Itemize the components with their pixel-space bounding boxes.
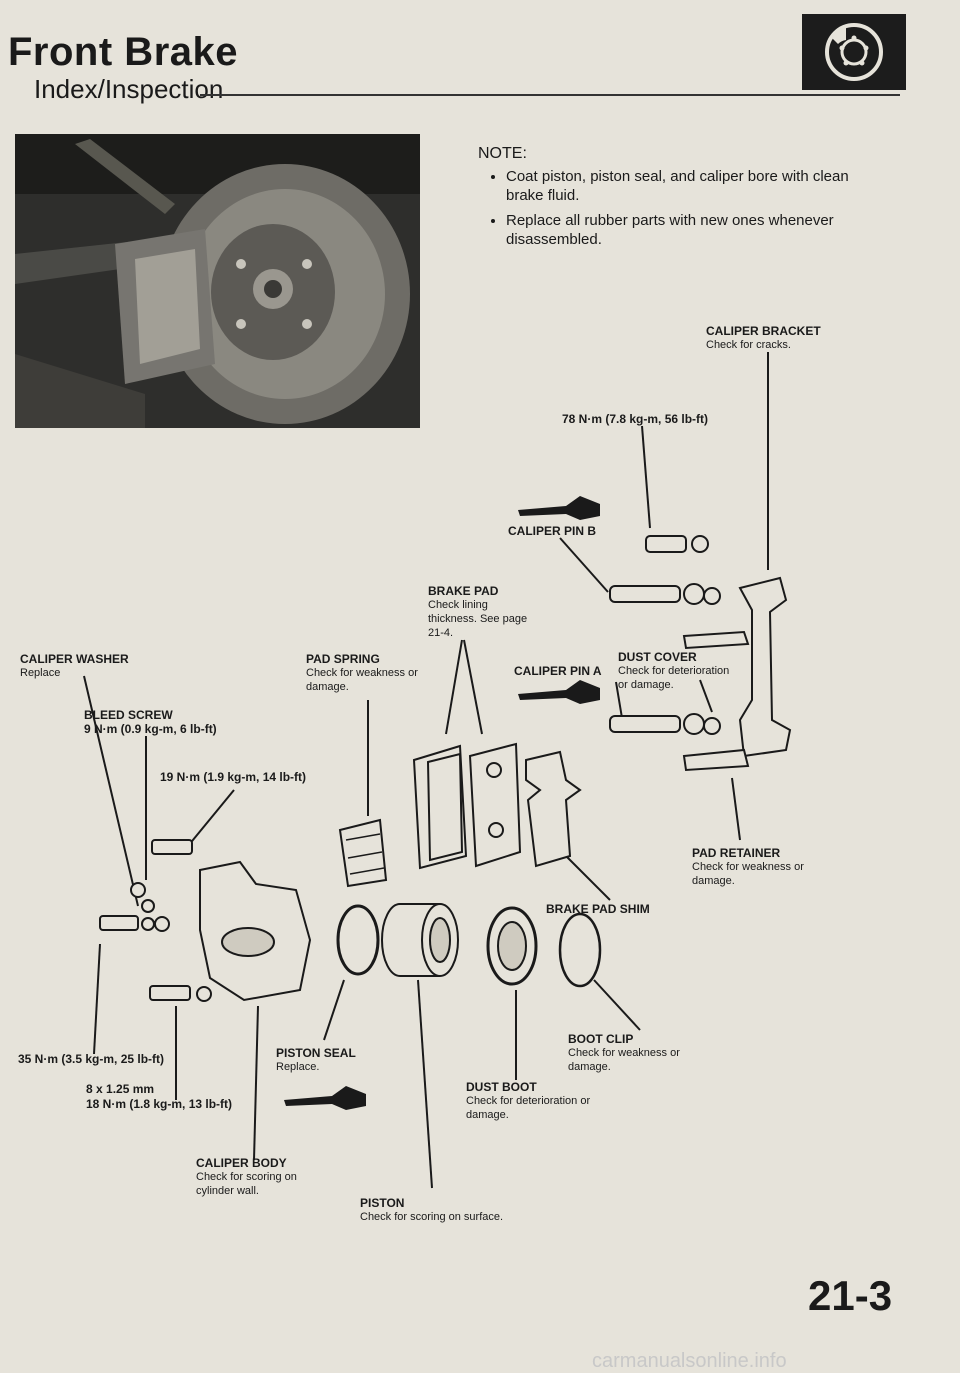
label-torque-78: 78 N·m (7.8 kg-m, 56 lb-ft) — [562, 412, 709, 426]
leader-boot-clip — [593, 979, 641, 1031]
leader-torque-35 — [93, 943, 101, 1055]
leader-caliper-washer — [83, 675, 139, 907]
label-pad-retainer: PAD RETAINER Check for weakness or damag… — [692, 846, 804, 887]
label-piston: PISTON Check for scoring on surface. — [360, 1196, 504, 1223]
label-piston-seal: PISTON SEAL Replace. — [276, 1046, 356, 1073]
leader-shim — [565, 855, 611, 901]
leader-brake-pad-1 — [445, 639, 463, 735]
brake-assembly-photo — [15, 134, 420, 428]
watermark-text: carmanualsonline.info — [592, 1350, 787, 1372]
note-item: Replace all rubber parts with new ones w… — [506, 211, 878, 249]
page-subtitle: Index/Inspection — [34, 74, 224, 104]
pad-retainer-bottom — [682, 748, 750, 772]
leader-pad-retainer — [731, 777, 741, 841]
dust-boot-part — [486, 906, 538, 986]
leader-dust-cover — [699, 679, 713, 713]
label-brake-pad-shim: BRAKE PAD SHIM — [546, 902, 650, 916]
label-bolt-torque: 8 x 1.25 mm 18 N·m (1.8 kg-m, 13 lb-ft) — [86, 1082, 233, 1111]
label-torque-19: 19 N·m (1.9 kg-m, 14 lb-ft) — [160, 770, 307, 784]
note-item: Coat piston, piston seal, and caliper bo… — [506, 167, 878, 205]
piston-part — [381, 903, 459, 977]
caliper-bracket-part — [738, 576, 792, 758]
label-caliper-washer: CALIPER WASHER Replace — [20, 652, 129, 679]
leader-piston-seal — [323, 979, 345, 1041]
leader-torque-19 — [187, 789, 235, 847]
pad-retainer-top — [682, 630, 750, 650]
brake-disc-icon — [802, 14, 906, 90]
note-heading: NOTE: — [478, 145, 527, 162]
label-caliper-bracket: CALIPER BRACKET Check for cracks. — [706, 324, 821, 351]
page-number: 21-3 — [808, 1272, 893, 1319]
label-brake-pad: BRAKE PAD Check lining thickness. See pa… — [428, 584, 528, 639]
grease-tube-icon — [284, 496, 600, 1110]
label-boot-clip: BOOT CLIP Check for weakness or damage. — [568, 1032, 680, 1073]
label-caliper-pin-b: CALIPER PIN B — [508, 524, 597, 538]
label-dust-boot: DUST BOOT Check for deterioration or dam… — [466, 1080, 591, 1121]
leader-brake-pad-2 — [463, 639, 483, 735]
header-rule — [200, 94, 900, 96]
leader-caliper-pin-b — [559, 537, 609, 593]
boot-clip-part — [558, 912, 602, 988]
label-pad-spring: PAD SPRING Check for weakness or damage. — [306, 652, 418, 693]
leader-caliper-body — [253, 1005, 259, 1161]
caliper-pin-b-part — [609, 535, 721, 735]
caliper-bolts-part — [99, 839, 212, 1002]
label-torque-35: 35 N·m (3.5 kg-m, 25 lb-ft) — [18, 1052, 165, 1066]
label-caliper-pin-a: CALIPER PIN A — [514, 664, 602, 678]
piston-seal-part — [336, 904, 380, 976]
label-caliper-body: CALIPER BODY Check for scoring on cylind… — [196, 1156, 297, 1197]
label-bleed-screw: BLEED SCREW 9 N·m (0.9 kg-m, 6 lb-ft) — [84, 708, 217, 736]
note-block: NOTE: Coat piston, piston seal, and cali… — [478, 144, 878, 255]
leader-caliper-pin-a — [615, 681, 623, 719]
leader-torque-78 — [641, 425, 651, 529]
label-dust-cover: DUST COVER Check for deterioration or da… — [618, 650, 730, 691]
brake-pads-part — [412, 742, 522, 870]
brake-pad-shim-part — [525, 750, 582, 868]
page-title: Front Brake — [8, 30, 238, 74]
leader-piston — [417, 979, 433, 1189]
